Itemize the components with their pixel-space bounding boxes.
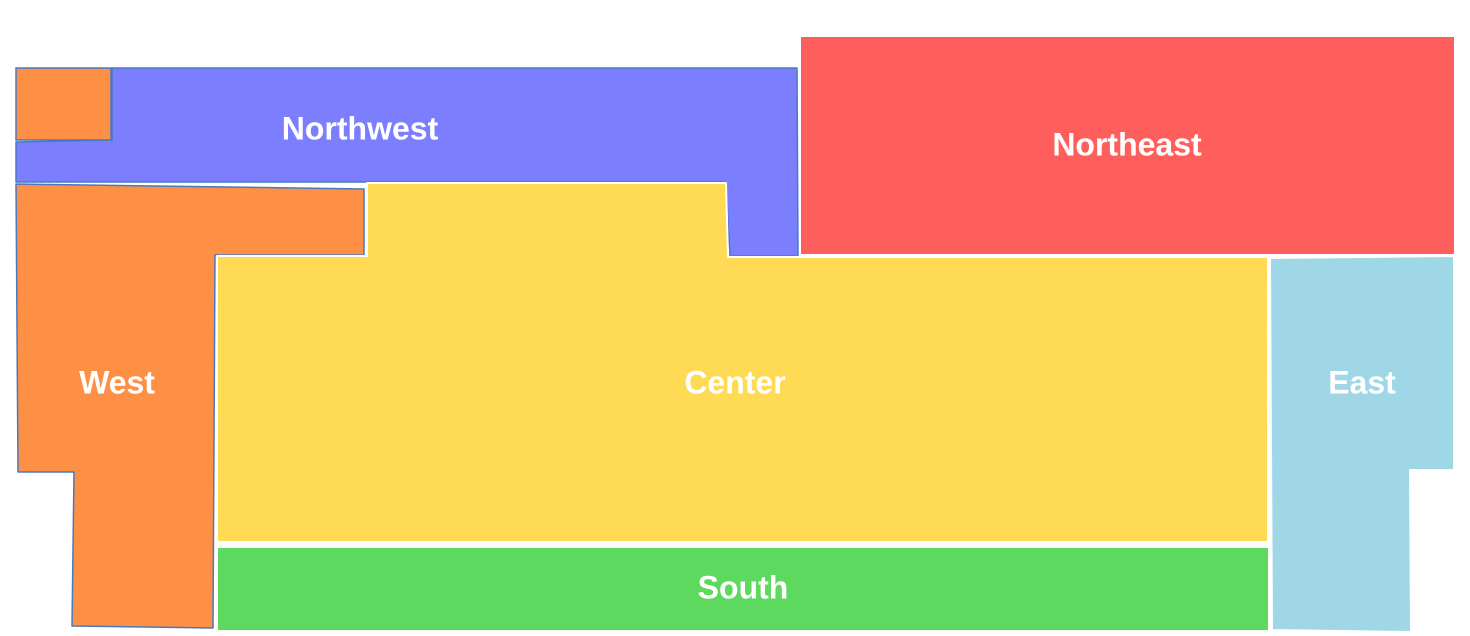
label-south: South — [698, 569, 789, 605]
zone-northeast[interactable] — [799, 35, 1456, 256]
label-northeast: Northeast — [1052, 126, 1202, 162]
zone-center[interactable] — [216, 182, 1269, 543]
zone-northwest-corner[interactable] — [15, 67, 112, 141]
zone-east[interactable] — [1269, 255, 1455, 633]
label-east: East — [1328, 364, 1396, 400]
zone-west[interactable] — [15, 183, 365, 629]
label-west: West — [79, 364, 155, 400]
label-center: Center — [684, 364, 785, 400]
label-northwest: Northwest — [282, 110, 439, 146]
zone-south[interactable] — [216, 546, 1270, 632]
